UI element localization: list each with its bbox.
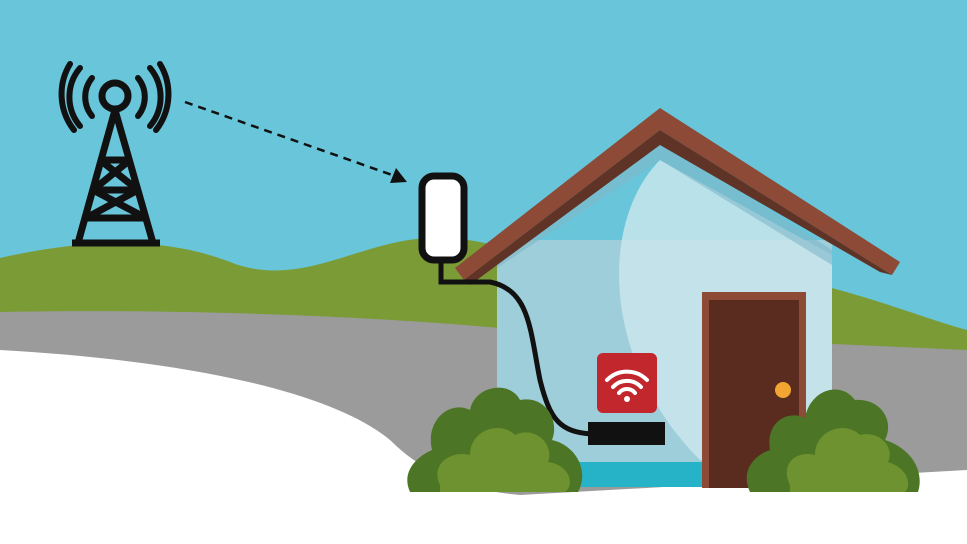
door-knob <box>775 382 791 398</box>
outdoor-antenna-icon <box>418 172 593 437</box>
foreground-ground <box>0 350 967 544</box>
signal-arrow <box>184 100 407 183</box>
signal-waves-icon <box>58 61 172 133</box>
cell-tower-icon <box>72 79 160 247</box>
booster-base <box>588 422 665 445</box>
bush-icon <box>746 389 920 492</box>
wifi-router-icon <box>588 353 665 445</box>
bush-icon <box>407 387 583 492</box>
